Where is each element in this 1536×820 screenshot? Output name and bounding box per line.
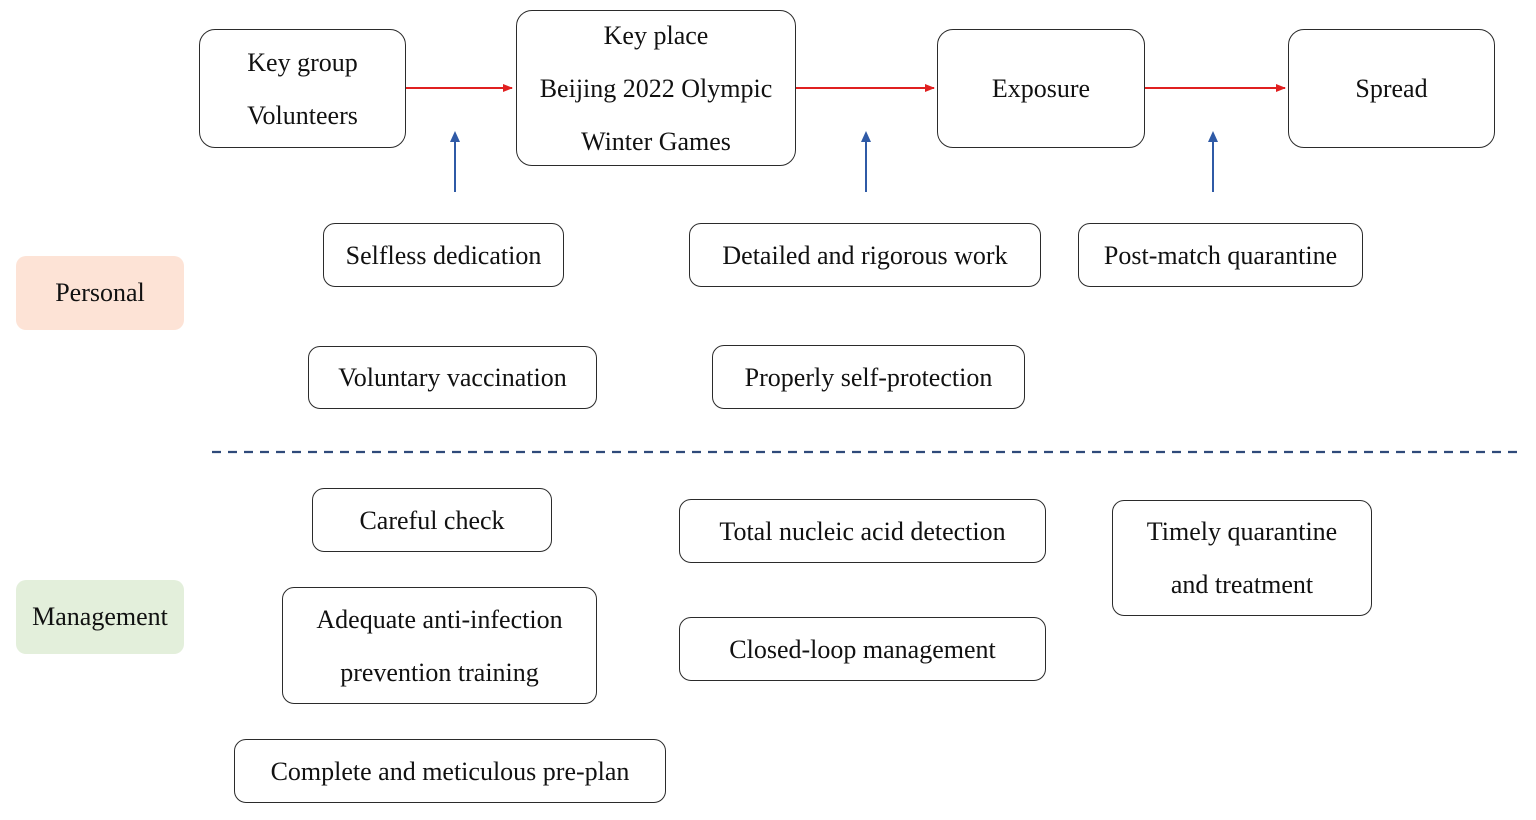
measure-label: prevention training bbox=[340, 657, 539, 687]
measure-label: Voluntary vaccination bbox=[338, 363, 567, 392]
flow-node-key-place: Key place Beijing 2022 Olympic Winter Ga… bbox=[516, 10, 796, 166]
measure-label: Careful check bbox=[359, 505, 505, 535]
measure-label: and treatment bbox=[1170, 570, 1314, 599]
flow-node-spread: Spread bbox=[1288, 29, 1495, 148]
measure-careful-check: Careful check bbox=[312, 488, 552, 552]
flow-node-key-group: Key group Volunteers bbox=[199, 29, 406, 148]
measure-selfless-dedication: Selfless dedication bbox=[323, 223, 564, 287]
flow-node-line: Key group bbox=[247, 47, 358, 77]
measure-detailed-rigorous-work: Detailed and rigorous work bbox=[689, 223, 1041, 287]
measure-label: Timely quarantine bbox=[1146, 517, 1338, 546]
flow-node-line: Beijing 2022 Olympic bbox=[539, 73, 773, 103]
measure-properly-self-protection: Properly self-protection bbox=[712, 345, 1025, 409]
measure-label: Adequate anti-infection bbox=[316, 604, 563, 634]
measure-label: Closed-loop management bbox=[729, 634, 996, 664]
influence-arrow-1 bbox=[450, 131, 460, 192]
flow-node-line: Spread bbox=[1355, 74, 1428, 103]
flow-node-line: Winter Games bbox=[581, 126, 731, 156]
measure-anti-infection-training: Adequate anti-infection prevention train… bbox=[282, 587, 597, 704]
influence-arrow-3 bbox=[1208, 131, 1218, 192]
flow-node-exposure: Exposure bbox=[937, 29, 1145, 148]
category-personal: Personal bbox=[16, 256, 184, 330]
measure-timely-quarantine-treatment: Timely quarantine and treatment bbox=[1112, 500, 1372, 616]
measure-post-match-quarantine: Post-match quarantine bbox=[1078, 223, 1363, 287]
category-management: Management bbox=[16, 580, 184, 654]
measure-closed-loop-management: Closed-loop management bbox=[679, 617, 1046, 681]
influence-arrow-2 bbox=[861, 131, 871, 192]
category-management-label: Management bbox=[32, 602, 168, 631]
category-personal-label: Personal bbox=[55, 278, 145, 307]
measure-label: Selfless dedication bbox=[345, 240, 542, 270]
flow-node-line: Key place bbox=[603, 20, 709, 50]
measure-label: Total nucleic acid detection bbox=[719, 516, 1006, 546]
flow-node-line: Exposure bbox=[991, 74, 1091, 103]
measure-label: Properly self-protection bbox=[744, 362, 993, 392]
measure-voluntary-vaccination: Voluntary vaccination bbox=[308, 346, 597, 409]
measure-label: Complete and meticulous pre-plan bbox=[270, 756, 630, 786]
measure-label: Detailed and rigorous work bbox=[722, 240, 1008, 270]
measure-complete-pre-plan: Complete and meticulous pre-plan bbox=[234, 739, 666, 803]
measure-label: Post-match quarantine bbox=[1103, 240, 1338, 270]
measure-total-nucleic-acid-detection: Total nucleic acid detection bbox=[679, 499, 1046, 563]
flow-node-line: Volunteers bbox=[247, 100, 358, 130]
